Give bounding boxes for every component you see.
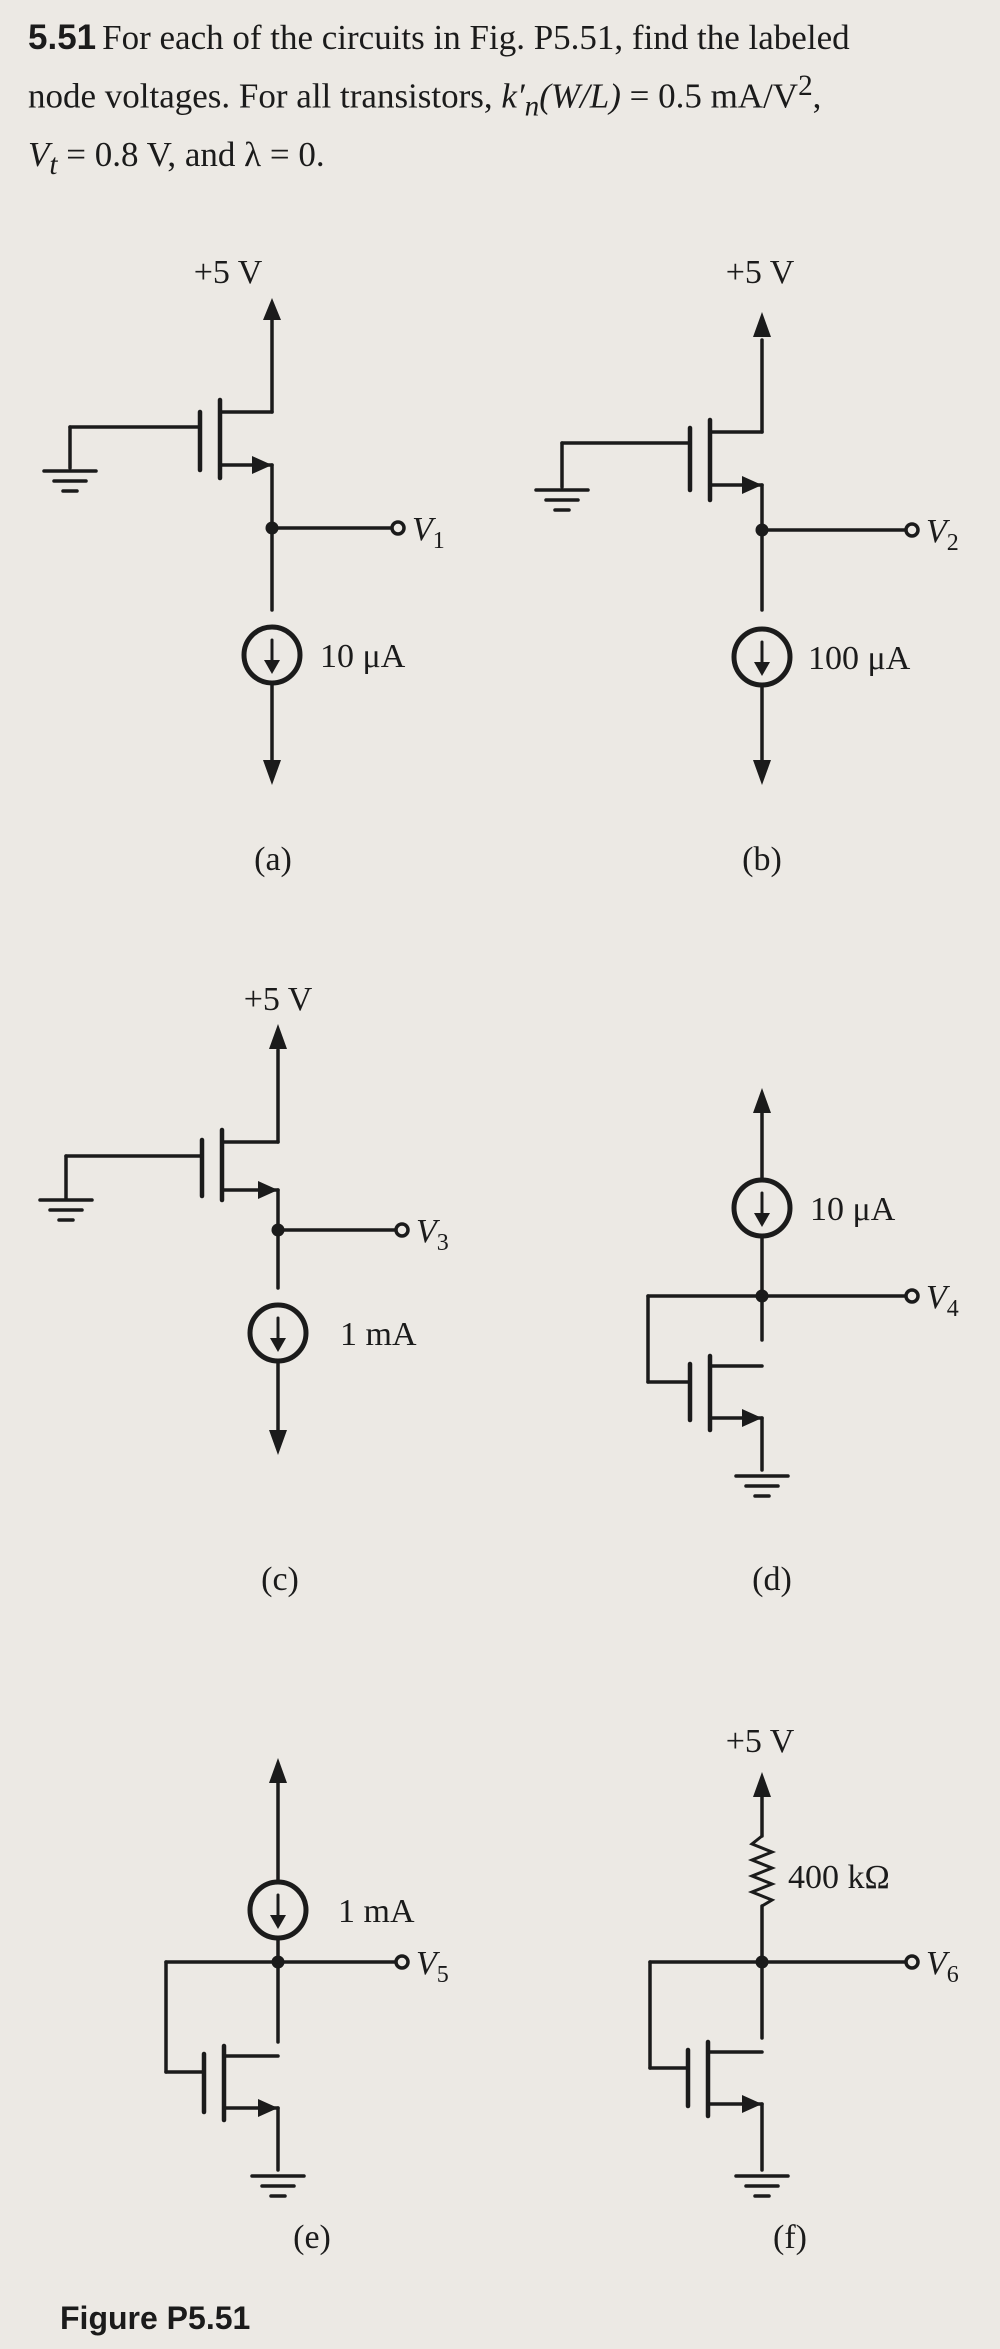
resistor-f xyxy=(747,1834,777,1908)
terminal-e xyxy=(394,1954,410,1970)
resistor-label-f: 400 kΩ xyxy=(788,1859,890,1896)
source-arrow-a xyxy=(252,456,272,474)
node-label-e: V5 xyxy=(416,1945,449,1988)
caption-e: (e) xyxy=(293,2219,331,2256)
circuit-b: +5 V V2 100 μA (b) xyxy=(534,254,959,878)
current-label-d: 10 μA xyxy=(810,1191,896,1228)
problem-line-2: node voltages. For all transistors, k′n(… xyxy=(28,70,822,123)
node-label-f: V6 xyxy=(926,1945,959,1988)
current-label-e: 1 mA xyxy=(338,1893,415,1930)
circuit-e: 1 mA V5 (e) xyxy=(164,1758,449,2256)
node-dot-c xyxy=(271,1223,285,1237)
circuit-c: +5 V V3 1 mA (c) xyxy=(38,981,449,1598)
circuit-f: +5 V 400 kΩ V6 (f) xyxy=(648,1723,959,2256)
top-arrow-e xyxy=(269,1758,287,1783)
top-arrow-d xyxy=(753,1088,771,1113)
supply-label-b: +5 V xyxy=(726,254,795,291)
node-label-b: V2 xyxy=(926,513,959,556)
caption-f: (f) xyxy=(773,2219,807,2256)
supply-arrow-c xyxy=(269,1024,287,1049)
terminal-a xyxy=(390,520,406,536)
caption-a: (a) xyxy=(254,841,292,878)
source-arrow-c xyxy=(258,1181,278,1199)
caption-c: (c) xyxy=(261,1561,299,1598)
node-dot-b xyxy=(755,523,769,537)
current-label-c: 1 mA xyxy=(340,1316,417,1353)
terminal-d xyxy=(904,1288,920,1304)
source-arrow-d xyxy=(742,1409,762,1427)
supply-label-a: +5 V xyxy=(194,254,263,291)
terminal-f xyxy=(904,1954,920,1970)
terminal-c xyxy=(394,1222,410,1238)
current-label-a: 10 μA xyxy=(320,638,406,675)
terminal-b xyxy=(904,522,920,538)
current-label-b: 100 μA xyxy=(808,640,911,677)
supply-label-f: +5 V xyxy=(726,1723,795,1760)
supply-arrow-a xyxy=(263,298,281,320)
circuit-a: +5 V V1 10 μA (a) xyxy=(42,254,445,878)
node-dot-a xyxy=(265,521,279,535)
problem-line-3: Vt = 0.8 V, and λ = 0. xyxy=(28,134,325,181)
supply-arrow-b xyxy=(753,312,771,337)
caption-b: (b) xyxy=(742,841,782,878)
output-arrow-c xyxy=(269,1430,287,1455)
source-arrow-e xyxy=(258,2099,278,2117)
node-label-a: V1 xyxy=(412,511,445,554)
problem-number: 5.51 xyxy=(28,18,97,57)
output-arrow-a xyxy=(263,760,281,785)
supply-arrow-f xyxy=(753,1772,771,1797)
figure-caption: Figure P5.51 xyxy=(60,2300,251,2336)
source-arrow-f xyxy=(742,2095,762,2113)
source-arrow-b xyxy=(742,476,762,494)
supply-label-c: +5 V xyxy=(244,981,313,1018)
caption-d: (d) xyxy=(752,1561,792,1598)
circuit-d: 10 μA V4 (d) xyxy=(646,1088,959,1598)
node-label-c: V3 xyxy=(416,1213,449,1256)
node-label-d: V4 xyxy=(926,1279,959,1322)
output-arrow-b xyxy=(753,760,771,785)
